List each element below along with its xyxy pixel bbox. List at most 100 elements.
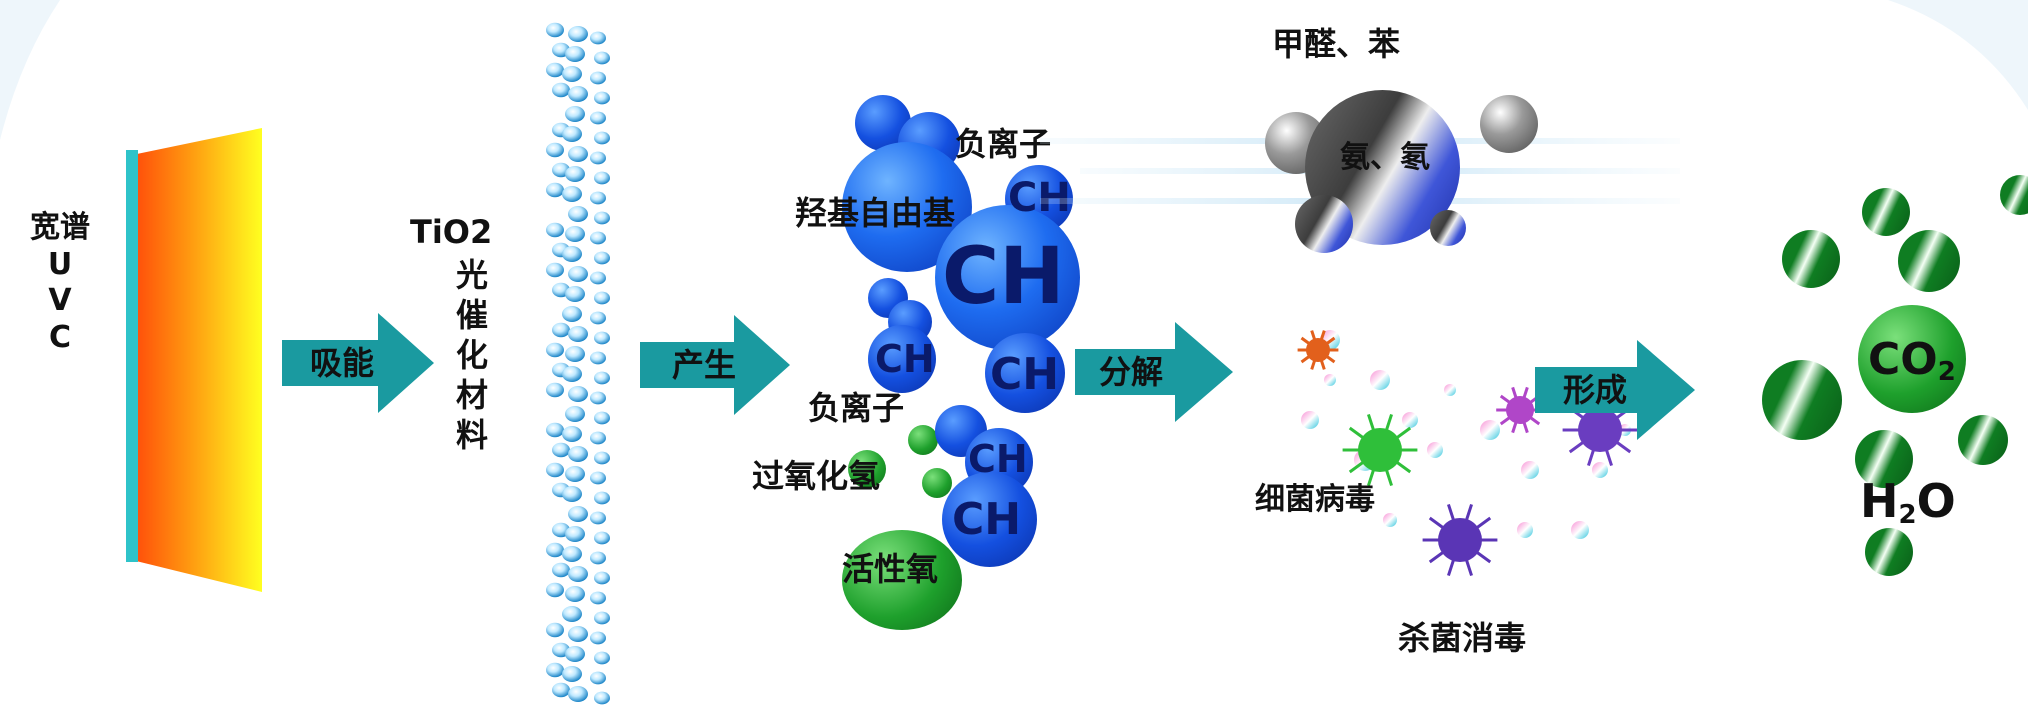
ch-label: CH: [952, 494, 1022, 545]
tio2-bubble: [546, 422, 564, 438]
product-ball: [1865, 528, 1913, 576]
uvc-label-line: 宽谱: [30, 210, 90, 245]
ch-label: CH: [990, 349, 1060, 400]
droplet: [1370, 370, 1390, 390]
tio2-bubble: [568, 86, 588, 102]
tio2-bubble: [568, 206, 588, 222]
tio2-bubble: [594, 251, 610, 265]
droplet: [1402, 412, 1418, 428]
arrow-form: 形成: [1535, 340, 1695, 440]
arrow-produce-shape: [640, 315, 790, 415]
ch-label-large: CH: [942, 232, 1065, 322]
tio2-bubble: [546, 582, 564, 598]
bacteria-icon: [1297, 330, 1339, 370]
tio2-bubble: [568, 566, 588, 582]
molecule-ball-green: [848, 450, 886, 488]
tio2-bubble: [552, 442, 570, 458]
tio2-bubble: [552, 82, 570, 98]
hydroxyl-radical-label: 羟基自由基: [795, 194, 956, 232]
tio2-bubble: [594, 131, 610, 145]
tio2-bubble: [568, 26, 588, 42]
tio2-bubble: [565, 166, 585, 182]
tio2-char: 催: [455, 296, 488, 334]
product-ball: [2000, 175, 2028, 215]
tio2-bubble: [546, 222, 564, 238]
tio2-bubble: [546, 22, 564, 38]
arrow-absorb-shape: [282, 313, 434, 413]
tio2-bubble: [562, 366, 582, 382]
tio2-bubble: [594, 371, 610, 385]
ch-label: CH: [968, 437, 1028, 481]
tio2-bubble: [546, 622, 564, 638]
tio2-bubble: [594, 651, 610, 665]
uvc-label-line: U: [47, 246, 73, 282]
anion-label-mid: 负离子: [808, 389, 905, 427]
uvc-label: 宽谱 U V C: [28, 210, 92, 356]
anion-label-top: 负离子: [955, 125, 1052, 163]
tio2-char: 光: [455, 256, 488, 294]
tio2-bubble: [565, 286, 585, 302]
arrow-produce-label: 产生: [672, 346, 737, 384]
product-ball: [1958, 415, 2008, 465]
molecule-ball-green: [922, 468, 952, 498]
droplet: [1571, 521, 1589, 539]
bacteria-virus-label: 细菌病毒: [1255, 482, 1375, 517]
tio2-bubble: [594, 211, 610, 225]
tio2-bubble: [562, 606, 582, 622]
tio2-bubble: [590, 111, 606, 125]
arrow-form-shape: [1535, 340, 1695, 440]
tio2-bubble: [568, 386, 588, 402]
tio2-bubble: [568, 626, 588, 642]
tio2-bubble: [594, 91, 610, 105]
active-oxygen-ball: [842, 530, 962, 630]
tio2-bubble: [594, 611, 610, 625]
tio2-bubble: [546, 182, 564, 198]
tio2-bubble: [568, 506, 588, 522]
tio2-bubble: [590, 671, 606, 685]
tio2-bubble: [594, 691, 610, 705]
tio2-bubble: [565, 646, 585, 662]
tio2-bubble: [590, 151, 606, 165]
h2o-label-subscript: 2: [1898, 500, 1917, 530]
arrow-decompose-shape: [1075, 322, 1233, 422]
droplet: [1480, 420, 1500, 440]
arrow-absorb-label: 吸能: [310, 344, 375, 382]
tio2-material-label: 光 催 化 材 料: [452, 255, 492, 455]
arrow-absorb: 吸能: [282, 313, 434, 413]
tio2-bubble: [546, 542, 564, 558]
tio2-bubble: [565, 526, 585, 542]
tio2-bubble: [546, 662, 564, 678]
tio2-bubble: [562, 426, 582, 442]
tio2-bubble: [562, 666, 582, 682]
tio2-bubble: [590, 31, 606, 45]
tio2-char: 化: [455, 336, 488, 374]
tio2-bubble: [562, 486, 582, 502]
sterilization-label: 杀菌消毒: [1398, 619, 1527, 657]
tio2-bubble: [590, 471, 606, 485]
droplet: [1301, 411, 1319, 429]
pollutant-ball: [1430, 210, 1466, 246]
tio2-bubble: [565, 106, 585, 122]
tio2-bubble: [565, 586, 585, 602]
arrow-form-label: 形成: [1563, 371, 1628, 409]
tio2-bubble: [546, 462, 564, 478]
droplet: [1592, 462, 1608, 478]
co2-ball: [1858, 305, 1966, 413]
tio2-bubble: [565, 406, 585, 422]
arrow-decompose: 分解: [1075, 322, 1233, 422]
h2o-label-h: H: [1860, 474, 1899, 528]
tio2-bubble: [568, 326, 588, 342]
tio2-bubble: [590, 231, 606, 245]
product-ball: [1782, 230, 1840, 288]
co2-label-subscript: 2: [1937, 357, 1956, 387]
tio2-bubble: [562, 246, 582, 262]
molecule-ball-green: [908, 425, 938, 455]
tio2-bubble: [590, 351, 606, 365]
h2o-label: H2O: [1860, 478, 1956, 528]
tio2-bubble: [590, 511, 606, 525]
arrow-decompose-label: 分解: [1099, 353, 1164, 391]
tio2-bubble: [562, 306, 582, 322]
tio2-char: 材: [455, 376, 488, 414]
hydrogen-peroxide-label: 过氧化氢: [752, 457, 881, 495]
